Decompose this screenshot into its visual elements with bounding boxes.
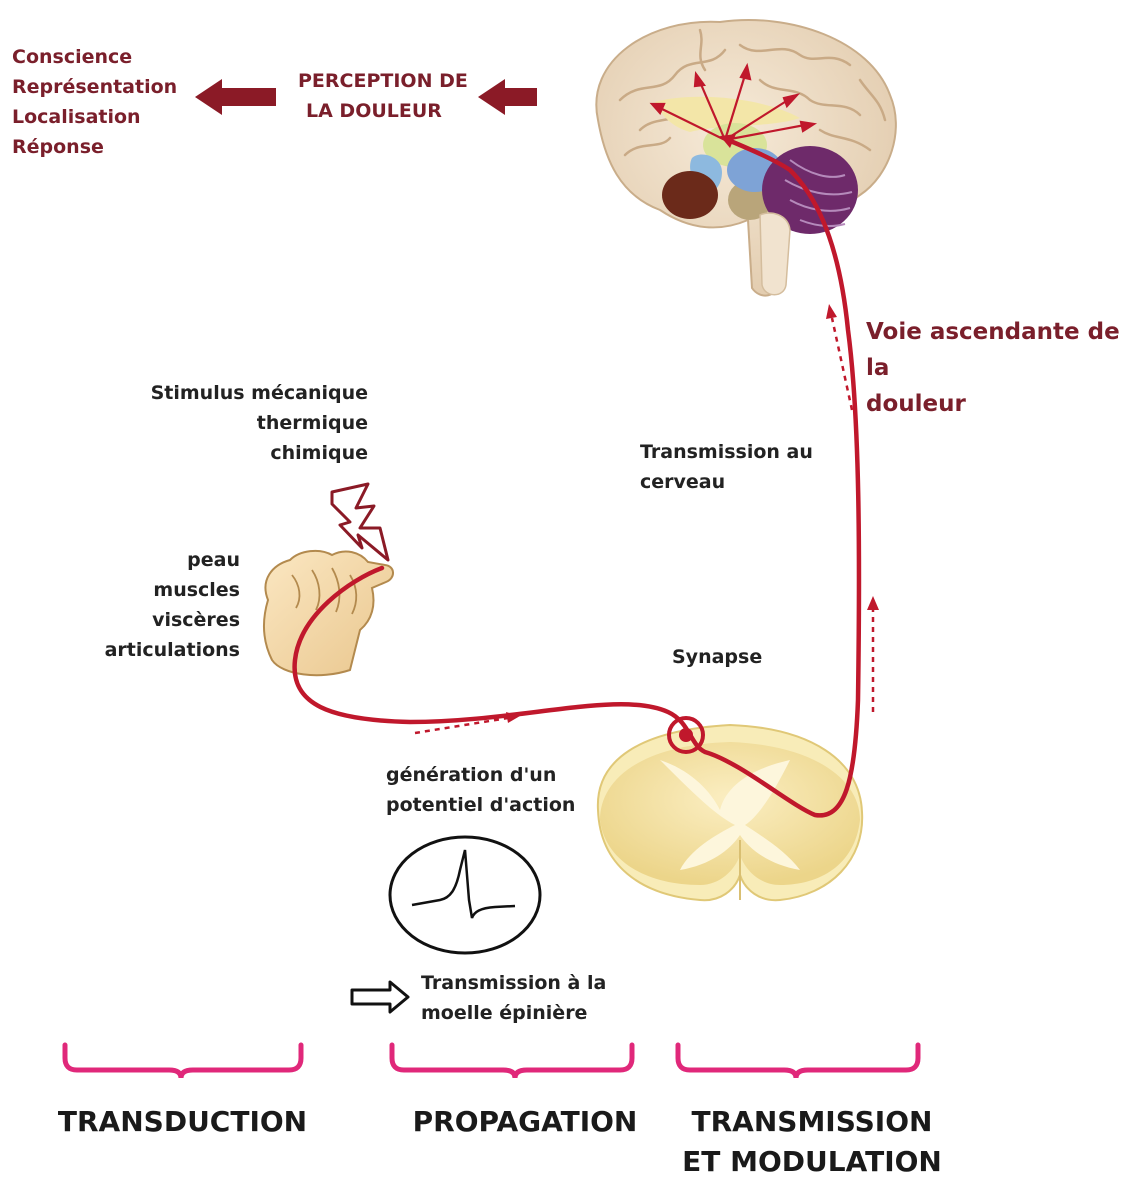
dashed-direction-arrows <box>415 318 873 733</box>
spinal-transmission-line: Transmission à la <box>421 968 606 998</box>
stage-brackets <box>65 1045 918 1078</box>
dashed-arrowhead-icon <box>826 304 837 319</box>
perception-outcomes-list: Conscience Représentation Localisation R… <box>12 42 177 162</box>
tissue-item: peau <box>90 545 240 575</box>
perception-line: PERCEPTION DE <box>298 66 468 96</box>
outcome-item: Représentation <box>12 72 177 102</box>
stage-transmission-line: ET MODULATION <box>668 1142 956 1182</box>
brain-transmission-label: Transmission au cerveau <box>640 437 813 497</box>
outcome-item: Localisation <box>12 102 177 132</box>
action-potential-label: génération d'un potentiel d'action <box>386 760 575 820</box>
action-potential-line: potentiel d'action <box>386 790 575 820</box>
perception-label: PERCEPTION DE LA DOULEUR <box>298 66 468 126</box>
outcome-item: Réponse <box>12 132 177 162</box>
stimulus-line: Stimulus mécanique <box>150 378 368 408</box>
perception-line: LA DOULEUR <box>298 96 468 126</box>
brain-illustration <box>596 20 896 296</box>
stage-transmission-modulation: TRANSMISSION ET MODULATION <box>668 1102 956 1182</box>
brain-transmission-line: Transmission au <box>640 437 813 467</box>
tissue-item: muscles <box>90 575 240 605</box>
action-potential-line: génération d'un <box>386 760 575 790</box>
brain-transmission-line: cerveau <box>640 467 813 497</box>
propagation-bracket <box>392 1045 632 1078</box>
action-potential-icon <box>390 837 540 953</box>
tissues-label: peau muscles viscères articulations <box>90 545 240 665</box>
spinal-transmission-arrow-icon <box>352 982 408 1012</box>
outcome-item: Conscience <box>12 42 177 72</box>
tissue-item: articulations <box>90 635 240 665</box>
stage-transduction: TRANSDUCTION <box>50 1102 315 1142</box>
stage-propagation: PROPAGATION <box>390 1102 660 1142</box>
spinal-transmission-line: moelle épinière <box>421 998 606 1028</box>
synapse-label: Synapse <box>672 646 762 668</box>
outcome-arrow-icon <box>195 79 276 115</box>
lightning-stimulus-icon <box>332 484 388 560</box>
transmission-bracket <box>678 1045 918 1078</box>
tissue-item: viscères <box>90 605 240 635</box>
stimulus-label: Stimulus mécanique thermique chimique <box>150 378 368 468</box>
ascending-pathway-line: Voie ascendante de la <box>866 314 1143 386</box>
stimulus-line: thermique <box>150 408 368 438</box>
ascending-pathway-line: douleur <box>866 386 1143 422</box>
transduction-bracket <box>65 1045 301 1078</box>
ascending-pathway-label: Voie ascendante de la douleur <box>866 314 1143 422</box>
stage-transmission-line: TRANSMISSION <box>668 1102 956 1142</box>
spinal-cord-illustration <box>598 725 862 900</box>
dashed-arrowhead-icon <box>867 596 879 610</box>
spinal-transmission-label: Transmission à la moelle épinière <box>421 968 606 1028</box>
stimulus-line: chimique <box>150 438 368 468</box>
perception-arrow-icon <box>478 79 537 115</box>
